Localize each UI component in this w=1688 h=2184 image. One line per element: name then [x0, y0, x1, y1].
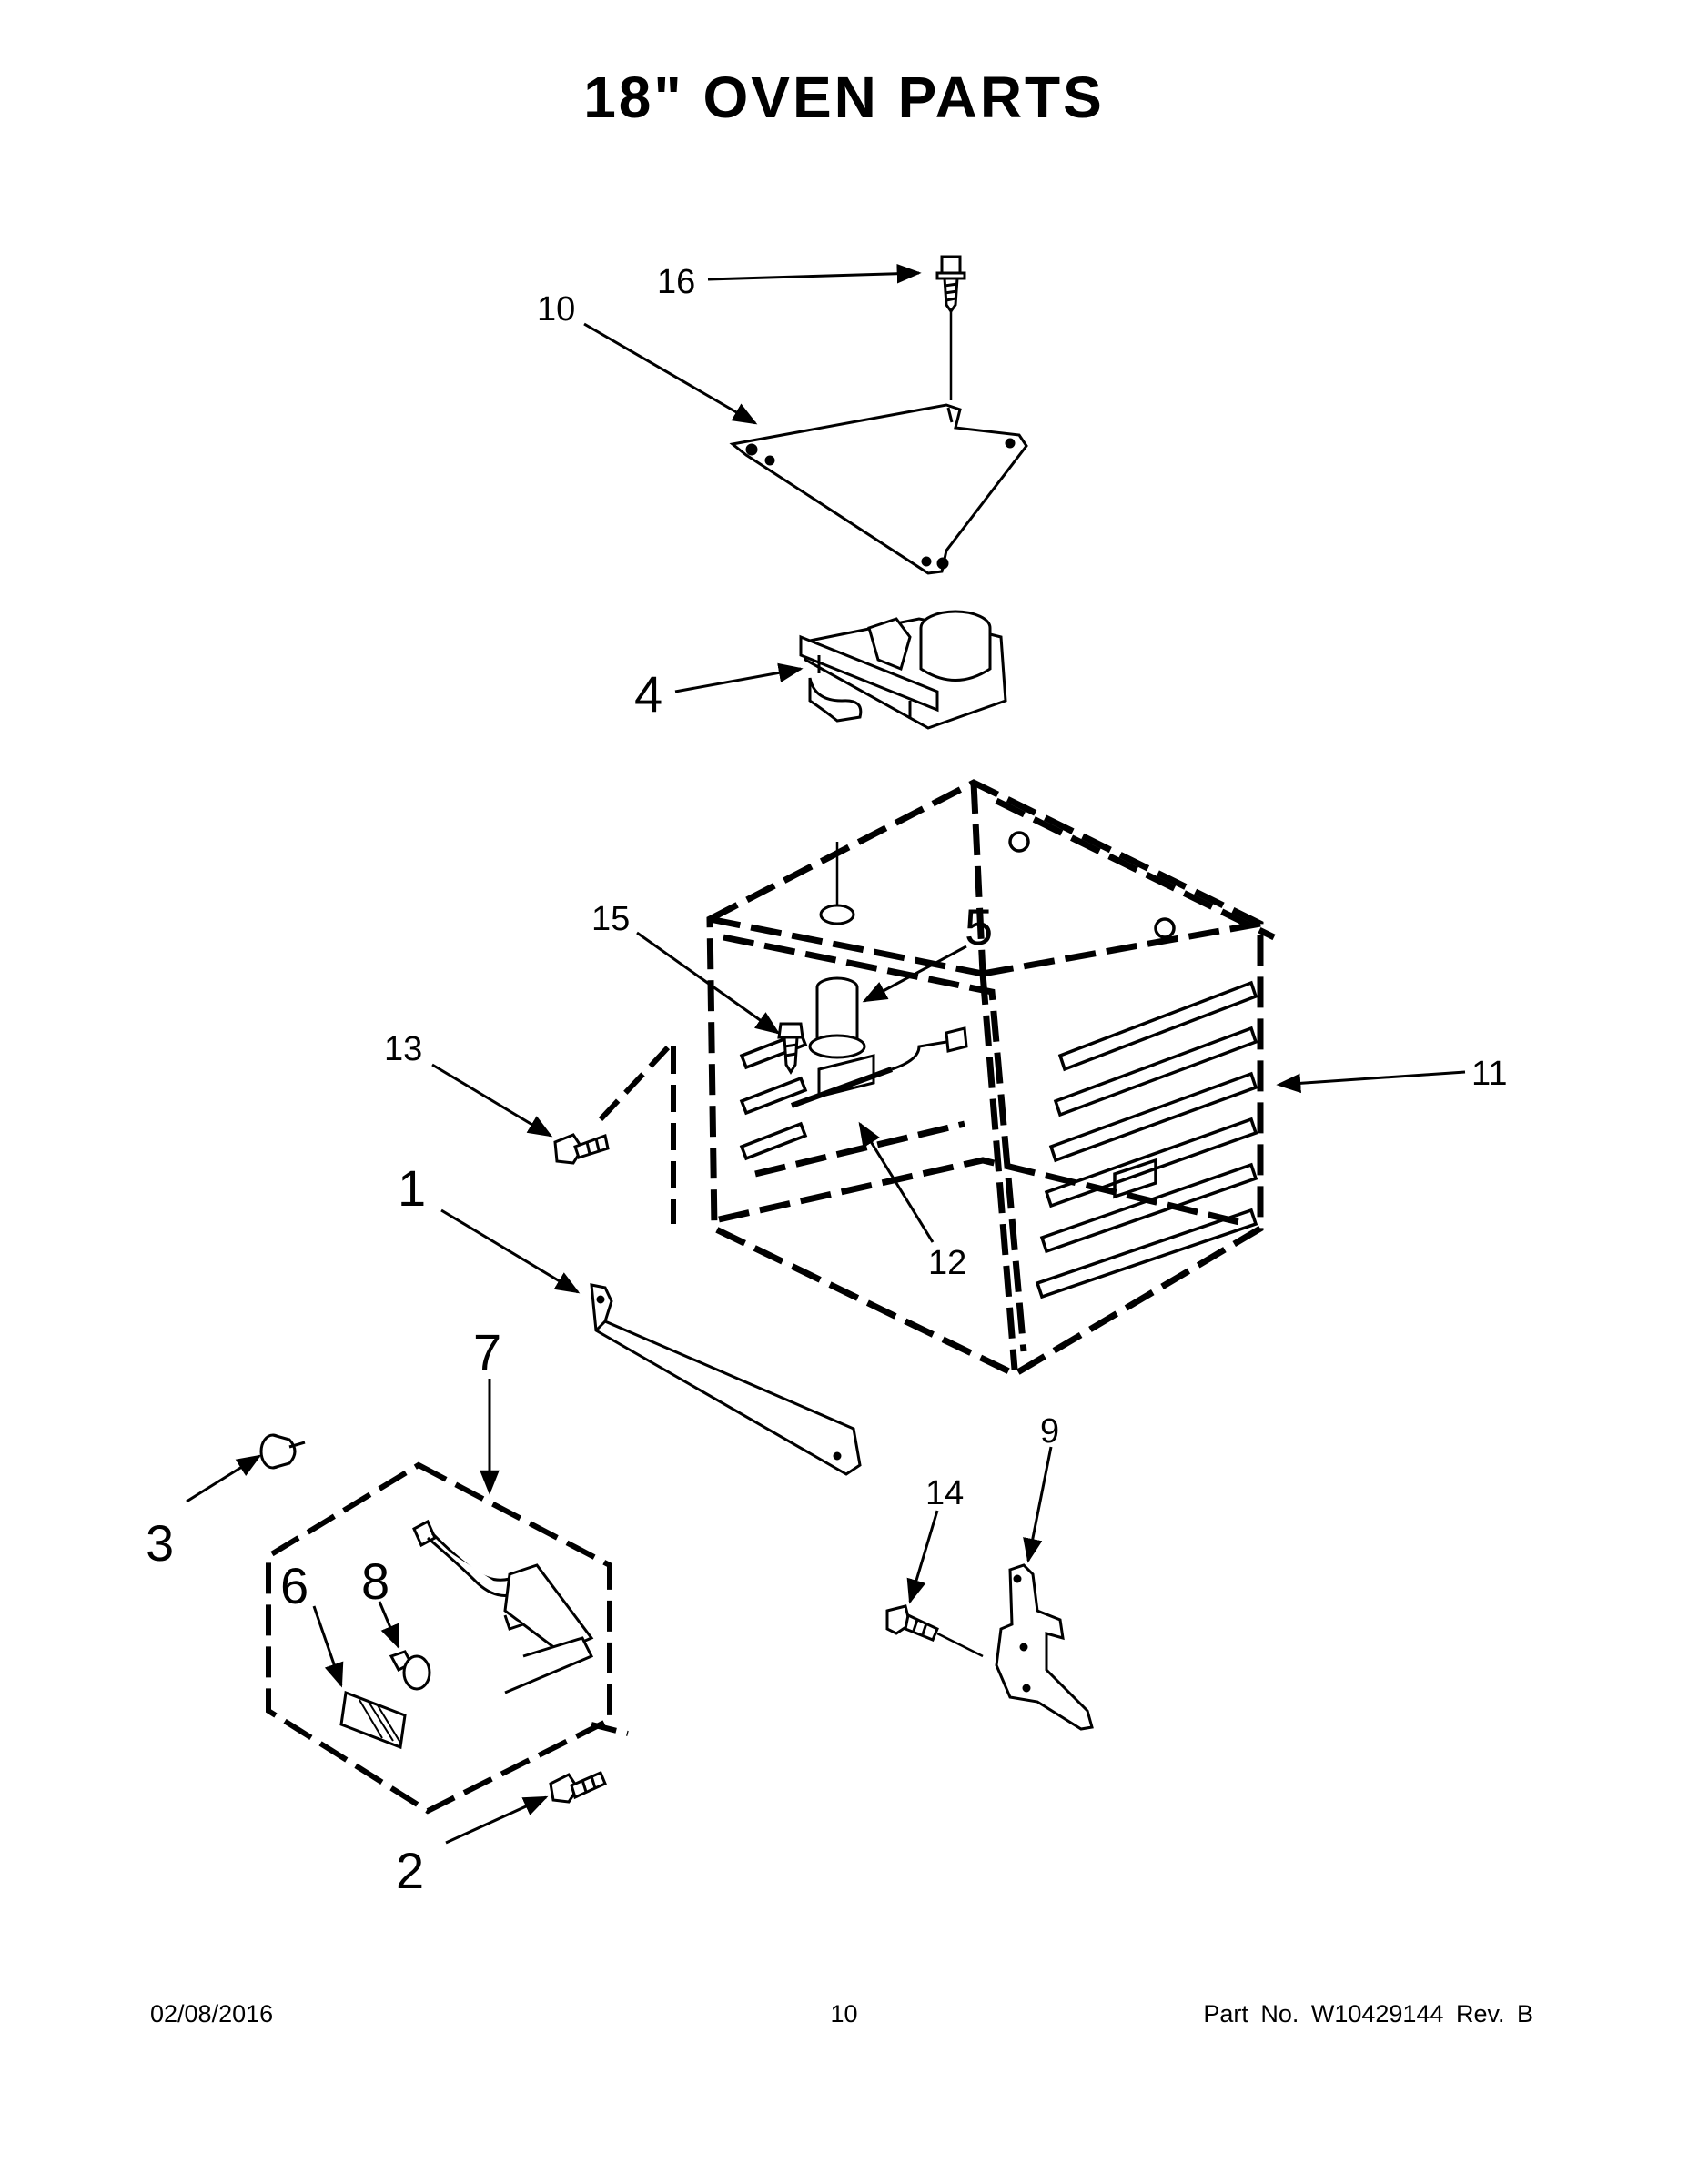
page-title: 18" OVEN PARTS — [583, 65, 1105, 130]
callout-10: 10 — [537, 290, 575, 329]
part-7-light-assembly — [266, 1461, 612, 1815]
part-14-screw — [885, 1604, 984, 1658]
callout-1: 1 — [398, 1159, 426, 1217]
callout-13: 13 — [384, 1030, 422, 1068]
callout-8: 8 — [361, 1552, 389, 1610]
callout-16: 16 — [657, 263, 695, 301]
part-16-screw — [935, 255, 966, 400]
leader-lines — [186, 263, 1466, 1845]
part-1-panel — [590, 1283, 862, 1476]
oven-rack-slots — [739, 831, 1258, 1299]
part-7-harness — [412, 1519, 594, 1694]
callout-4: 4 — [634, 665, 662, 723]
callout-14: 14 — [925, 1474, 964, 1512]
callout-3: 3 — [146, 1514, 174, 1572]
part-4-latch-assembly — [799, 610, 1007, 730]
part-8-bulb — [389, 1650, 431, 1691]
part-5-element — [790, 842, 968, 1108]
part-2-screw — [549, 1771, 607, 1804]
footer-page-number: 10 — [830, 2000, 858, 2027]
part-11-oven-cavity — [706, 779, 1276, 1378]
callout-9: 9 — [1040, 1412, 1059, 1451]
callout-12: 12 — [928, 1244, 966, 1282]
callout-7: 7 — [473, 1323, 501, 1380]
part-2-dash — [591, 1722, 629, 1736]
callout-6: 6 — [280, 1557, 308, 1614]
part-3-spacer — [259, 1433, 306, 1470]
part-10-cover-plate — [729, 403, 1028, 575]
callout-15: 15 — [591, 900, 630, 938]
callout-11: 11 — [1471, 1055, 1507, 1093]
part-6-lens — [339, 1690, 407, 1750]
callout-2: 2 — [396, 1842, 424, 1899]
part-13-screw — [553, 1133, 610, 1165]
cavity-leader-dash — [598, 1044, 672, 1122]
part-9-bracket — [995, 1563, 1094, 1731]
footer-date: 02/08/2016 — [150, 2000, 274, 2027]
callout-5: 5 — [965, 898, 993, 956]
footer-part-number: Part No. W10429144 Rev. B — [1203, 2000, 1533, 2027]
